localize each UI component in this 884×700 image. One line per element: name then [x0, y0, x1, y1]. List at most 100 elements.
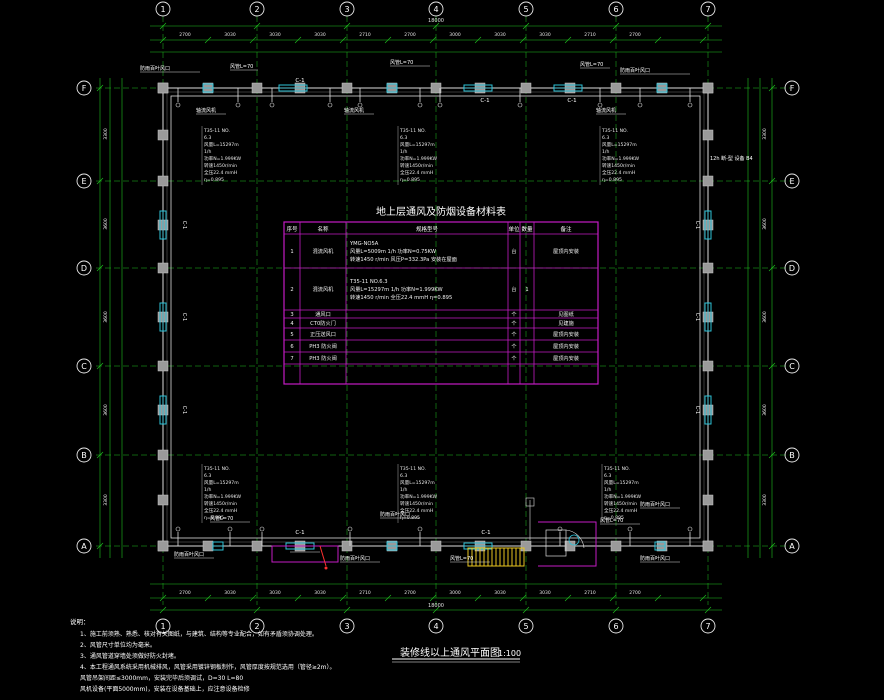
axis-bubble: [339, 618, 355, 634]
dim-right-label: 3300: [762, 494, 768, 506]
dim-left-label: 3600: [103, 311, 109, 323]
table-header: 数量: [521, 225, 533, 233]
axis-bubble: [518, 1, 534, 17]
table-cell: CT0防火门: [310, 319, 336, 327]
duct-end: [687, 102, 693, 108]
table-cell: 2: [290, 287, 293, 293]
axis-bubble-label: 3: [344, 5, 349, 14]
axis-bubble-label: C: [789, 362, 795, 371]
table-cell: 转速1450 r/min 全压22.4 mmH η=0.895: [350, 293, 452, 301]
axis-bubble: [784, 173, 800, 189]
axis-bubble: [249, 618, 265, 634]
dim-tick: [704, 22, 712, 30]
window-tag: C-1: [480, 98, 489, 104]
column: [157, 494, 169, 506]
axis-bubble: [784, 260, 800, 276]
dim-tick: [339, 594, 347, 602]
axis-bubble: [76, 358, 92, 374]
dim-tick: [654, 36, 662, 44]
table-cell: 风量L=15297m 1/h 功率N=1.999KW: [350, 285, 443, 293]
axis-bubble: [784, 447, 800, 463]
dim-tick: [699, 594, 707, 602]
dim-tick: [96, 451, 104, 459]
axis-bubble-label: F: [790, 84, 795, 93]
axis-bubble: [76, 538, 92, 554]
dim-tick: [474, 594, 482, 602]
dim-top-label: 2700: [404, 32, 416, 38]
fan-tag-line: 全压22.4 mmH: [604, 507, 637, 514]
dim-bottom-label: 3030: [314, 590, 326, 596]
dim-top-label: 2710: [584, 32, 596, 38]
table-header: 单位: [508, 225, 520, 233]
dim-tick: [522, 22, 530, 30]
duct-end: [637, 102, 643, 108]
leader-label: 风管L=70: [390, 59, 413, 66]
leader-label: 风管L=70: [210, 515, 233, 522]
leader-label: 防雨百叶风口: [174, 551, 204, 558]
dim-tick: [768, 84, 776, 92]
column: [251, 82, 263, 94]
dim-tick: [343, 22, 351, 30]
dim-left-label: 3600: [103, 218, 109, 230]
table-cell: 屋顶内安装: [553, 247, 579, 255]
fan-tag-line: T35-11 NO.: [203, 466, 230, 472]
fan-tag-line: 风量L=15297m: [204, 141, 239, 148]
axis-bubble-label: 3: [344, 622, 349, 631]
dim-right-label: 3600: [762, 311, 768, 323]
axis-bubble: [76, 80, 92, 96]
note-4: 4、本工程通风系统采用机械排风，风管采用镀锌钢板制作，风管厚度按规范选用（管径≥…: [80, 663, 336, 671]
axis-bubble: [784, 358, 800, 374]
dim-top-label: 2710: [359, 32, 371, 38]
axis-bubble-label: B: [81, 451, 87, 460]
right-note: 12h 断-型 设备 B4: [710, 155, 753, 162]
dim-tick: [768, 177, 776, 185]
dim-tick: [96, 177, 104, 185]
dim-tick: [96, 264, 104, 272]
axis-bubble: [700, 618, 716, 634]
dim-tick: [768, 542, 776, 550]
table-cell: 混流风机: [313, 247, 335, 255]
stair: [467, 547, 525, 567]
dim-top-label: 3030: [539, 32, 551, 38]
notes-block: 说明： 1、施工前须熟、熟悉、核对有关图纸，与建筑、结构等专业配合，如有矛盾须协…: [70, 617, 336, 693]
fan-tag-line: 6.3: [602, 135, 609, 141]
dim-right-label: 3600: [762, 404, 768, 416]
dim-top-label: 3030: [494, 32, 506, 38]
fan-tag-line: 6.3: [400, 135, 407, 141]
axis-bubble-label: 2: [254, 622, 259, 631]
dim-bottom-label: 3030: [224, 590, 236, 596]
dim-tick: [432, 606, 440, 614]
leader-label: 风管L=70: [600, 517, 623, 524]
dim-bottom-label: 2710: [584, 590, 596, 596]
dim-tick: [249, 36, 257, 44]
table-header: 备注: [560, 225, 572, 233]
inner-wall: [170, 95, 701, 539]
table-cell: 3: [290, 312, 293, 318]
axis-bubble: [155, 618, 171, 634]
axis-bubble-label: A: [789, 542, 795, 551]
fan-tag-line: 全压22.4 mmH: [400, 507, 433, 514]
column: [702, 129, 714, 141]
dim-top-label: 3030: [224, 32, 236, 38]
dim-left-label: 3600: [103, 404, 109, 416]
axis-bubble-label: 5: [523, 622, 528, 631]
leader-label: 轴流风机: [596, 107, 616, 114]
column: [157, 82, 169, 94]
table-cell: 个: [511, 320, 517, 327]
axis-bubble: [608, 618, 624, 634]
fixture: [545, 529, 567, 557]
axis-bubble-label: C: [81, 362, 87, 371]
axis-bubble-label: E: [81, 177, 86, 186]
fan-tag-line: η=0.895: [602, 177, 622, 183]
dim-tick: [768, 451, 776, 459]
table-cell: T35-11 NO.6.3: [349, 279, 388, 285]
axis-bubble-label: 1: [160, 5, 165, 14]
table-cell: 个: [511, 331, 517, 338]
column: [430, 540, 442, 552]
fan-tag-line: T35-11 NO.: [399, 128, 426, 134]
duct-end: [417, 526, 423, 532]
table-cell: 台: [511, 247, 516, 255]
column: [157, 175, 169, 187]
